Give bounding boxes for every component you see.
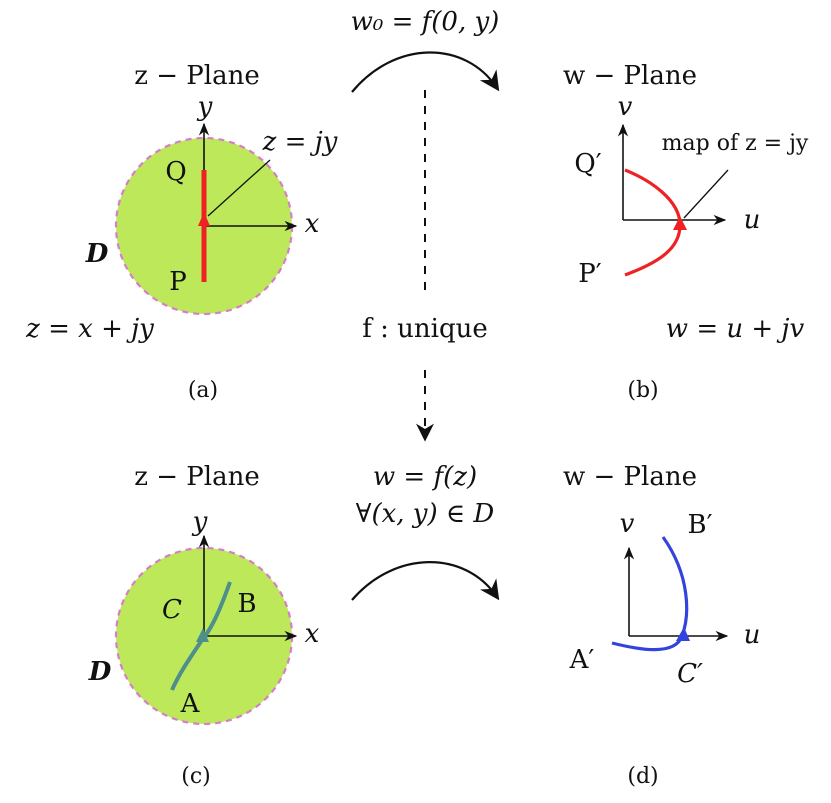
unique-label: f : unique (362, 314, 488, 344)
panel-a-point-p: P (169, 267, 187, 297)
panel-d-point-b: B′ (687, 510, 712, 540)
panel-c-caption: (c) (181, 764, 211, 789)
panel-a-title: z − Plane (134, 61, 259, 91)
panel-b-pointer-line (683, 169, 729, 219)
top-map-label: w₀ = f(0, y) (351, 7, 500, 37)
panel-a-pointer-line (207, 159, 271, 217)
panel-d-caption: (d) (627, 764, 658, 789)
panel-b-point-q: Q′ (574, 149, 601, 179)
panel-c-teal-arrowhead (196, 628, 209, 642)
panel-a-y-label: y (197, 92, 213, 122)
panel-a-line-label: z = jy (262, 127, 338, 157)
panel-a-red-arrowhead (198, 212, 210, 226)
panel-a-x-label: x (305, 209, 320, 239)
panel-b-red-curve (624, 168, 682, 277)
panel-d-blue-arrowhead (676, 627, 690, 641)
panel-b-u-label: u (744, 205, 761, 235)
panel-c-point-b: B (237, 589, 256, 619)
panel-b-v-label: v (618, 92, 633, 122)
panel-d-point-c: C′ (677, 659, 703, 689)
panel-c-region-d: D (88, 657, 112, 687)
panel-b-equation: w = u + jv (666, 314, 805, 344)
panel-a-equation: z = x + jy (25, 314, 154, 344)
panel-d-title: w − Plane (563, 462, 697, 492)
panel-d-point-a: A′ (569, 645, 595, 675)
panel-d-u-label: u (744, 620, 761, 650)
panel-a-region-d: D (85, 239, 109, 269)
panel-a-caption: (a) (188, 378, 218, 403)
panel-c-point-c: C (162, 595, 182, 625)
panel-d-v-label: v (620, 509, 635, 539)
panel-d-blue-curve (611, 536, 689, 652)
panel-b-red-arrowhead (673, 216, 687, 230)
bottom-map-line2: ∀(x, y) ∈ D (356, 499, 495, 529)
panel-c-y-label: y (192, 507, 208, 537)
panel-b-title: w − Plane (563, 61, 697, 91)
panel-b-caption: (b) (627, 378, 658, 403)
bottom-map-arrow (351, 561, 500, 601)
panel-c-point-a: A (180, 689, 201, 719)
top-map-arrow (351, 51, 500, 93)
panel-c-title: z − Plane (134, 462, 259, 492)
panel-a-point-q: Q (165, 157, 186, 187)
panel-b-point-p: P′ (578, 259, 601, 289)
panel-b-map-label: map of z = jy (662, 131, 809, 156)
bottom-map-line1: w = f(z) (373, 462, 477, 492)
panel-c-x-label: x (305, 619, 320, 649)
